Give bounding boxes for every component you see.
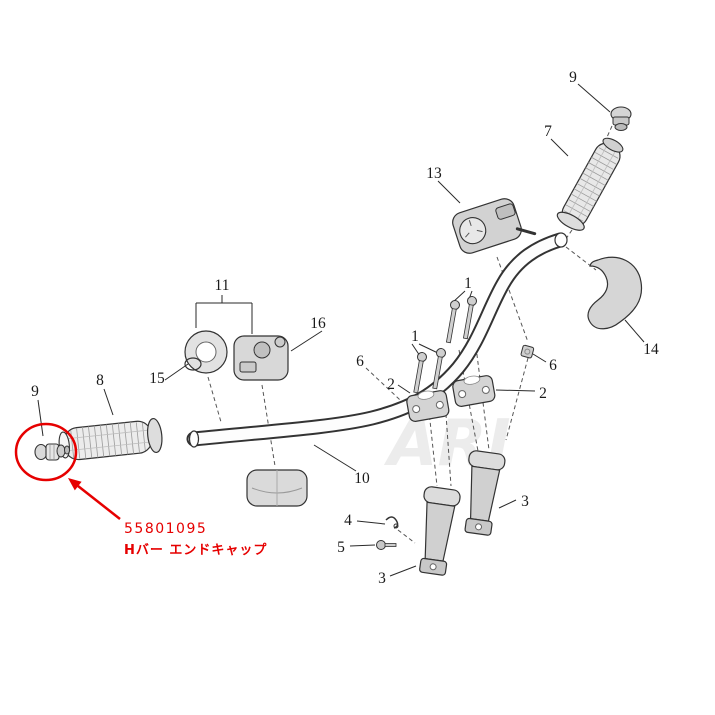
callout-4: 4 xyxy=(344,512,352,529)
red-annotation xyxy=(14,422,121,520)
callout-2-right: 2 xyxy=(539,385,547,402)
callout-13: 13 xyxy=(426,165,442,182)
callout-3-bottom: 3 xyxy=(378,570,386,587)
bolts xyxy=(413,296,477,394)
callout-9-left: 9 xyxy=(31,383,39,400)
callout-1-upper: 1 xyxy=(464,275,472,292)
switch-assembly-left xyxy=(184,330,289,381)
clamp-cover xyxy=(587,256,643,330)
highlight-arrow-head xyxy=(68,478,82,491)
callout-8: 8 xyxy=(96,372,104,389)
callout-6-right: 6 xyxy=(549,357,557,374)
bar-cover xyxy=(246,469,308,507)
highlight-arrow-line xyxy=(77,485,121,520)
riser-right xyxy=(464,450,506,536)
right-grip xyxy=(556,137,624,231)
nut xyxy=(520,344,535,359)
callout-7: 7 xyxy=(544,123,552,140)
callout-14: 14 xyxy=(643,341,659,358)
callout-1-lower: 1 xyxy=(411,328,419,345)
callout-16: 16 xyxy=(310,315,326,332)
callout-2-left: 2 xyxy=(387,376,395,393)
retaining-clip xyxy=(385,516,399,529)
bar-end-cap-top xyxy=(610,106,632,131)
callout-11: 11 xyxy=(215,277,230,294)
callout-5: 5 xyxy=(337,539,345,556)
clamp-ring xyxy=(184,357,202,371)
callout-10: 10 xyxy=(354,470,370,487)
handlebar-end-cap xyxy=(34,443,70,461)
highlight-circle xyxy=(14,422,78,482)
callout-9-top: 9 xyxy=(569,69,577,86)
leader-lines xyxy=(37,83,645,577)
part-name-text: Hバー エンドキャップ xyxy=(124,543,267,558)
riser-bottom xyxy=(419,486,461,576)
callout-6-left: 6 xyxy=(356,353,364,370)
handlebar-tube xyxy=(186,232,568,448)
bar-clamps xyxy=(406,375,496,422)
switch-housing-right xyxy=(452,198,537,254)
callout-3-right: 3 xyxy=(521,493,529,510)
callout-15: 15 xyxy=(149,370,165,387)
part-number-text: 55801095 xyxy=(124,521,207,537)
screw xyxy=(376,540,397,550)
